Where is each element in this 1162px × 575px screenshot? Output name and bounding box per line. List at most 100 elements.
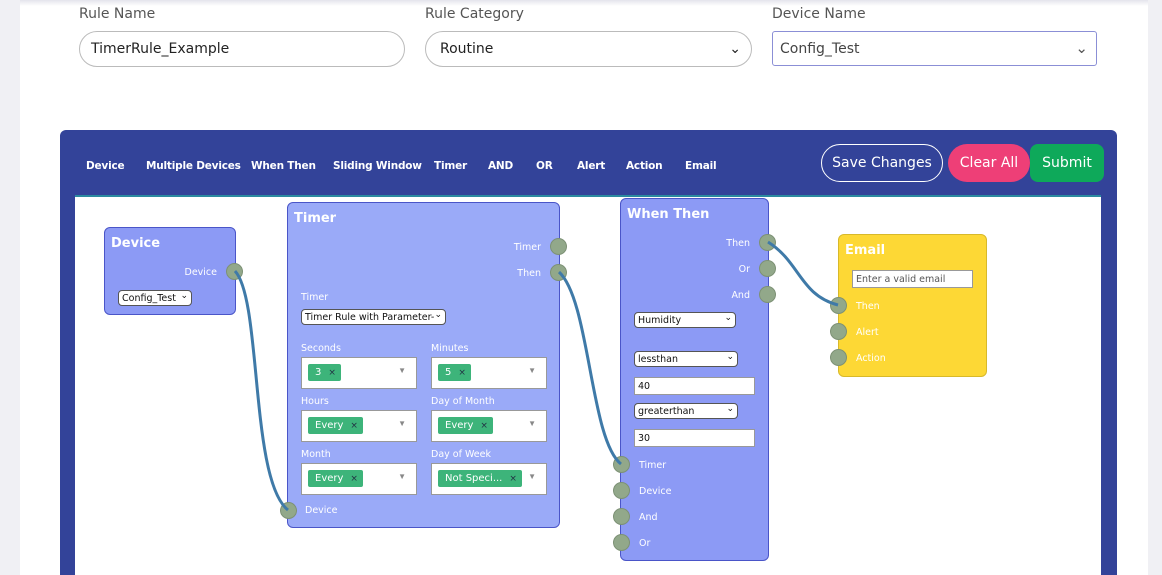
tag-text: Not Speci... (445, 473, 503, 484)
remove-icon[interactable]: × (328, 367, 336, 378)
toolbar-alert[interactable]: Alert (577, 160, 606, 172)
port-label: Alert (856, 327, 879, 338)
node-title: When Then (627, 207, 710, 222)
month-label: Month (301, 449, 331, 460)
whenthen-out-then-port[interactable] (759, 234, 776, 251)
whenthen-in-device-port[interactable] (613, 482, 630, 499)
timer-out-timer-port[interactable] (550, 238, 567, 255)
device-select[interactable]: Config_Test ⌄ (118, 290, 192, 306)
month-tag[interactable]: Every × (308, 470, 363, 487)
port-label: Device (184, 267, 218, 278)
chevron-down-icon: ⌄ (726, 404, 734, 414)
save-changes-button[interactable]: Save Changes (821, 144, 943, 182)
rule-category-value: Routine (440, 41, 494, 57)
seconds-tag[interactable]: 3× (308, 364, 341, 381)
dropdown-arrow-icon: ▼ (398, 419, 406, 428)
day-of-month-tag[interactable]: Every× (438, 417, 493, 434)
dropdown-arrow-icon: ▼ (528, 419, 536, 428)
hours-tag[interactable]: Every × (308, 417, 363, 434)
whenthen-out-or-port[interactable] (759, 260, 776, 277)
remove-icon[interactable]: × (480, 420, 488, 431)
day-of-week-label: Day of Week (431, 449, 491, 460)
sensor-value: Humidity (638, 314, 682, 326)
hours-label: Hours (301, 396, 329, 407)
tag-text: 3 (315, 367, 322, 378)
timer-out-then-port[interactable] (550, 264, 567, 281)
device-out-port[interactable] (226, 263, 243, 280)
toolbar-when-then[interactable]: When Then (251, 160, 316, 172)
chevron-down-icon: ⌄ (729, 41, 741, 57)
minutes-tag[interactable]: 5× (438, 364, 471, 381)
toolbar-action[interactable]: Action (626, 160, 663, 172)
operator-select-2[interactable]: greaterthan⌄ (634, 403, 738, 419)
whenthen-in-and-port[interactable] (613, 508, 630, 525)
dropdown-arrow-icon: ▼ (398, 366, 406, 375)
hours-multiselect[interactable]: Every × ▼ (301, 410, 417, 442)
port-label: Device (305, 505, 338, 516)
device-name-label: Device Name (772, 6, 866, 22)
remove-icon[interactable]: × (458, 367, 466, 378)
node-title: Email (845, 243, 886, 258)
remove-icon[interactable]: × (350, 420, 358, 431)
submit-button[interactable]: Submit (1030, 144, 1104, 182)
toolbar-timer[interactable]: Timer (434, 160, 468, 172)
toolbar-sliding-window[interactable]: Sliding Window (333, 160, 422, 172)
port-label: Device (639, 486, 672, 497)
device-name-value: Config_Test (780, 40, 860, 57)
timer-type-select[interactable]: Timer Rule with Parameter-⌄ (301, 309, 446, 325)
email-input[interactable]: Enter a valid email (852, 270, 973, 288)
timer-field-label: Timer (301, 292, 329, 303)
toolbar-device[interactable]: Device (86, 160, 125, 172)
when-then-node[interactable]: When Then Then Or And Humidity ⌄ lessthan… (620, 198, 769, 561)
operator-select-1[interactable]: lessthan⌄ (634, 351, 738, 367)
day-of-month-multiselect[interactable]: Every× ▼ (431, 410, 547, 442)
rule-category-select[interactable]: Routine ⌄ (425, 31, 752, 67)
toolbar-or[interactable]: OR (536, 160, 553, 172)
email-in-then-port[interactable] (830, 297, 847, 314)
chevron-down-icon: ⌄ (724, 313, 732, 323)
whenthen-in-or-port[interactable] (613, 534, 630, 551)
chevron-down-icon: ⌄ (434, 310, 442, 320)
whenthen-in-timer-port[interactable] (613, 456, 630, 473)
sensor-select[interactable]: Humidity ⌄ (634, 312, 736, 328)
port-label: Then (726, 238, 750, 249)
day-of-month-label: Day of Month (431, 396, 495, 407)
port-label: Or (639, 538, 651, 549)
toolbar-and[interactable]: AND (488, 160, 514, 172)
tag-text: Every (315, 473, 344, 484)
toolbar-multiple-devices[interactable]: Multiple Devices (146, 160, 241, 172)
dropdown-arrow-icon: ▼ (528, 472, 536, 481)
email-node[interactable]: Email Enter a valid email Then Alert Act… (838, 234, 987, 377)
remove-icon[interactable]: × (350, 473, 358, 484)
port-label: And (639, 512, 658, 523)
device-node[interactable]: Device Device Config_Test⌄ (104, 227, 236, 315)
toolbar-email[interactable]: Email (685, 160, 717, 172)
minutes-multiselect[interactable]: 5× ▼ (431, 357, 547, 389)
clear-all-button[interactable]: Clear All (948, 144, 1030, 182)
dropdown-arrow-icon: ▼ (528, 366, 536, 375)
day-of-week-multiselect[interactable]: Not Speci... × ▼ (431, 463, 547, 495)
email-in-alert-port[interactable] (830, 323, 847, 340)
top-shadow (20, 0, 1148, 6)
tag-text: Every (315, 420, 344, 431)
whenthen-out-and-port[interactable] (759, 286, 776, 303)
port-label: Then (517, 268, 541, 279)
device-name-select[interactable]: Config_Test ⌄ (772, 31, 1097, 66)
port-label: Timer (639, 460, 667, 471)
day-of-week-tag[interactable]: Not Speci... × (438, 470, 522, 487)
timer-in-device-port[interactable] (280, 502, 297, 519)
value-input-1[interactable]: 40 (634, 377, 755, 395)
chevron-down-icon: ⌄ (1075, 39, 1088, 57)
email-in-action-port[interactable] (830, 349, 847, 366)
seconds-multiselect[interactable]: 3× ▼ (301, 357, 417, 389)
remove-icon[interactable]: × (509, 473, 517, 484)
device-select-value: Config_Test (122, 292, 176, 304)
node-toolbar: Device Multiple Devices When Then Slidin… (60, 130, 1117, 192)
timer-node[interactable]: Timer Timer Then Timer Timer Rule with P… (287, 202, 560, 528)
chevron-down-icon: ⌄ (180, 291, 188, 301)
rule-name-input[interactable]: TimerRule_Example (79, 31, 405, 67)
value-input-2[interactable]: 30 (634, 429, 755, 447)
rule-name-label: Rule Name (79, 6, 156, 22)
minutes-label: Minutes (431, 343, 469, 354)
month-multiselect[interactable]: Every× ▼ (301, 463, 417, 495)
